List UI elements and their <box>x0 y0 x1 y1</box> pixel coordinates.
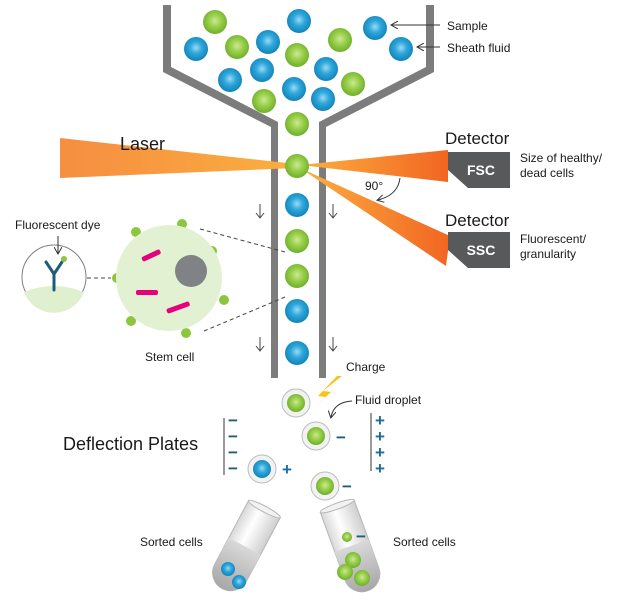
sample-cell <box>328 28 352 52</box>
droplet-cell <box>301 421 331 451</box>
sample-cell <box>341 72 365 96</box>
plate-minus-sign: − <box>228 427 238 446</box>
fluorescent-dye-inset <box>21 236 87 313</box>
droplet-cell <box>281 388 311 418</box>
sample-cell <box>282 77 306 101</box>
plate-minus-sign: − <box>228 459 238 478</box>
deflection-plates <box>223 413 372 475</box>
sorted-cells-right-label: Sorted cells <box>393 535 456 549</box>
sorted-blue-cell <box>232 575 246 589</box>
surface-marker <box>126 316 136 326</box>
plate-minus-sign: − <box>228 443 238 462</box>
plate-plus-sign: + <box>375 411 385 430</box>
zoom-line-top <box>199 228 286 253</box>
droplet-pointer <box>331 400 353 417</box>
plate-minus-sign: − <box>228 411 238 430</box>
charge-label: Charge <box>346 360 386 374</box>
surface-marker <box>181 328 191 338</box>
fsc-beam <box>300 150 448 182</box>
fsc-detector-title: Detector <box>445 129 510 148</box>
plate-signs: −+−−−−−++++ <box>228 411 385 496</box>
ssc-label: SSC <box>467 242 496 258</box>
deflection-plates-label: Deflection Plates <box>63 434 198 454</box>
sample-cell <box>285 43 309 67</box>
fsc-label: FSC <box>467 162 495 178</box>
fluorescent-dye-label: Fluorescent dye <box>15 218 101 232</box>
sorted-green-cell <box>342 532 352 542</box>
droplet-charge-minus: − <box>342 477 352 496</box>
sample-cell <box>256 30 280 54</box>
ssc-beam <box>300 168 450 266</box>
angle-arc <box>378 177 401 200</box>
droplet-cell <box>310 471 340 501</box>
ssc-detector-title: Detector <box>445 211 510 230</box>
laser-beam <box>60 138 296 178</box>
angle-label: 90° <box>365 179 383 193</box>
sample-cell <box>218 68 242 92</box>
ssc-detector: SSC <box>448 232 510 268</box>
sorted-green-cell <box>345 552 361 568</box>
surface-marker <box>219 295 229 305</box>
ssc-desc-line1: Fluorescent/ <box>520 232 587 246</box>
sorted-green-cell <box>337 564 353 580</box>
sample-cell <box>311 87 335 111</box>
stream-cell <box>285 299 309 323</box>
stream-cell <box>285 193 309 217</box>
sample-cell <box>250 58 274 82</box>
fluid-droplet-label: Fluid droplet <box>355 393 422 407</box>
sorted-charge-minus: − <box>356 527 366 546</box>
stream-cell <box>285 154 309 178</box>
sample-cell <box>252 89 276 113</box>
sample-cell <box>287 9 311 33</box>
sample-cell <box>203 10 227 34</box>
droplet-charge-plus: + <box>282 460 292 479</box>
sample-cell <box>225 35 249 59</box>
laser-label: Laser <box>120 134 165 154</box>
ssc-desc-line2: granularity <box>520 247 576 261</box>
sample-cell <box>184 37 208 61</box>
test-tube-right <box>319 498 381 593</box>
stem-cell <box>116 225 222 331</box>
plate-plus-sign: + <box>375 443 385 462</box>
tube-cells: − <box>221 527 370 589</box>
sheath-fluid-label: Sheath fluid <box>447 41 510 55</box>
sorted-cells-left-label: Sorted cells <box>140 535 203 549</box>
stream-cell <box>285 229 309 253</box>
stream-cell <box>285 264 309 288</box>
fsc-desc-line1: Size of healthy/ <box>520 151 603 165</box>
sample-label: Sample <box>447 19 488 33</box>
zoom-line-bottom <box>203 296 286 332</box>
fsc-detector: FSC <box>448 152 510 188</box>
stream-cell <box>285 341 309 365</box>
stem-cell-label: Stem cell <box>145 350 194 364</box>
sample-cell <box>389 37 413 61</box>
droplet-charge-minus: − <box>336 428 346 447</box>
sorted-blue-cell <box>221 562 235 576</box>
cells-group <box>112 9 413 501</box>
plate-plus-sign: + <box>375 427 385 446</box>
surface-marker <box>131 227 141 237</box>
droplet-cell <box>247 454 277 484</box>
fsc-desc-line2: dead cells <box>520 166 574 180</box>
flow-arrows <box>255 204 338 352</box>
sample-cell <box>314 57 338 81</box>
sorted-green-cell <box>354 570 370 586</box>
sample-cell <box>285 112 309 136</box>
charge-bolt <box>312 376 342 410</box>
plate-plus-sign: + <box>375 459 385 478</box>
sample-cell <box>363 16 387 40</box>
